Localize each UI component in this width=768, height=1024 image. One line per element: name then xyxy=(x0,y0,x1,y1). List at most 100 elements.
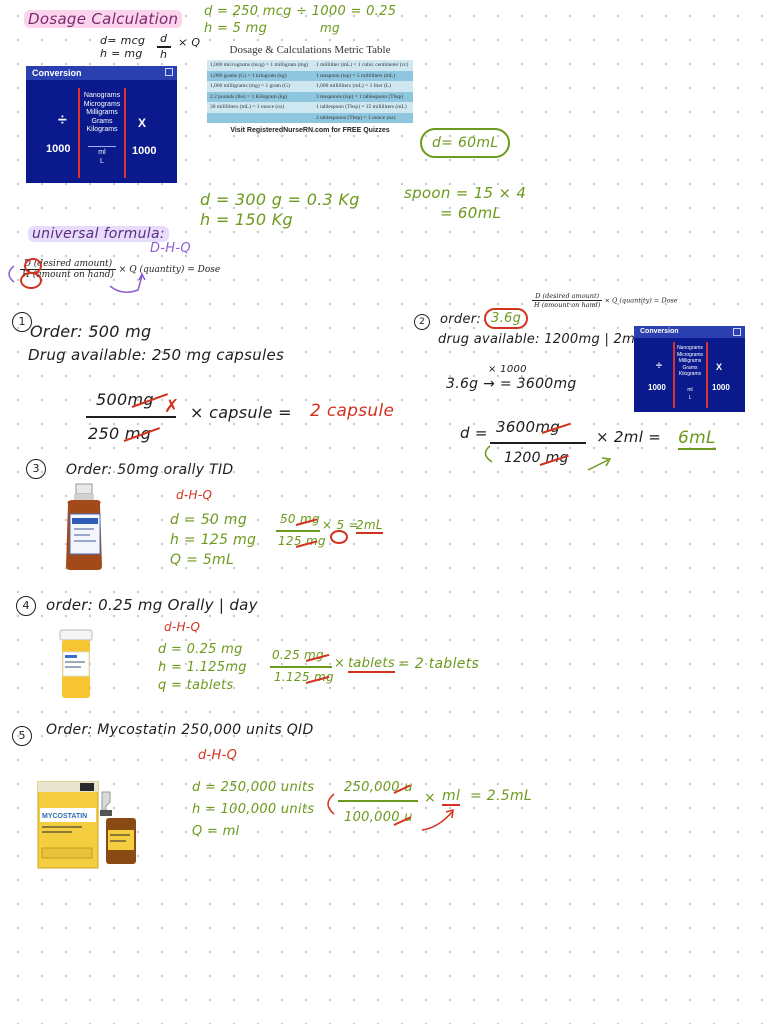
problem-2-order: order: xyxy=(440,312,482,327)
red-cancel-x: ✗ xyxy=(164,396,180,417)
problem-3-fracbar xyxy=(276,530,320,532)
conversion-divider xyxy=(88,146,116,147)
top-example-unit: mg xyxy=(320,21,340,35)
problem-5-dhq: d-H-Q xyxy=(198,748,238,763)
problem-2-numerator: 3600mg xyxy=(496,418,561,436)
conversion-arrow-line xyxy=(673,342,675,408)
left-factor: 1000 xyxy=(46,143,71,155)
problem-3-denominator: 125 mg xyxy=(278,534,326,548)
problem-5-d: d = 250,000 units xyxy=(192,780,315,795)
conversion-l: L xyxy=(100,158,104,165)
title-note-frac-top: d xyxy=(160,32,168,45)
problem-2-fracbar xyxy=(490,442,586,444)
universal-formula: D (desired amount) H (amount on hand) × … xyxy=(20,259,220,280)
problem-5-denominator: 100,000 u xyxy=(344,810,413,825)
d-60ml-annotation: d= 60mL xyxy=(420,128,511,158)
title-note-frac-bot: h xyxy=(160,48,168,61)
title-note-d: d= mcg xyxy=(100,34,146,47)
title-note-fracbar xyxy=(157,46,171,48)
title-text: Dosage Calculation xyxy=(24,10,183,28)
problem-3-answer: 2mL xyxy=(356,518,383,534)
formula-denominator: H (amount on hand) xyxy=(22,270,114,280)
conversion-units: Nanograms Micrograms Milligrams Grams Ki… xyxy=(83,92,121,133)
spoon-line2: = 60mL xyxy=(440,204,502,222)
problem-3-times: × 5 = xyxy=(322,518,359,532)
conversion-ml: ml xyxy=(687,387,693,393)
metric-table-grid: 1,000 micrograms (mcg) = 1 milligram (mg… xyxy=(207,60,413,123)
problem-4-dhq: d-H-Q xyxy=(164,620,201,634)
multiply-symbol: X xyxy=(138,116,147,130)
conversion-units: Nanograms Micrograms Milligrams Grams Ki… xyxy=(676,345,704,377)
problem-3-dhq: d-H-Q xyxy=(176,488,213,502)
conversion-header: Conversion xyxy=(634,326,745,338)
problem-4-q: q = tablets xyxy=(158,678,234,693)
problem-2-x1000: × 1000 xyxy=(488,364,527,375)
problem-5-order: Order: Mycostatin 250,000 units QID xyxy=(46,722,314,738)
conversion-chart: Conversion Nanograms Micrograms Milligra… xyxy=(26,66,177,183)
problem-5-h: h = 100,000 units xyxy=(192,802,315,817)
problem-1-denominator: 250 mg xyxy=(88,424,152,443)
problem-4-times: × xyxy=(334,656,346,671)
purple-arrows xyxy=(8,265,146,293)
table-row: 2.2 pounds (lbs) = 1 Kilogram (kg)3 teas… xyxy=(207,91,413,102)
problem-3-h: h = 125 mg xyxy=(170,532,257,548)
problem-2-available: drug available: 1200mg | 2mL xyxy=(438,332,643,347)
conversion-l: L xyxy=(688,395,692,401)
problem-4-h: h = 1.125mg xyxy=(158,660,247,675)
problem-3-q: Q = 5mL xyxy=(170,552,235,568)
conversion-arrow-line-right xyxy=(706,342,708,408)
problem-5-q: Q = ml xyxy=(192,824,240,839)
universal-formula-label: universal formula: xyxy=(28,226,169,242)
kg-example-line2: h = 150 Kg xyxy=(200,210,293,229)
expand-icon xyxy=(165,68,173,76)
kg-example-line1: d = 300 g = 0.3 Kg xyxy=(200,190,360,209)
problem-2-times: × 2ml = xyxy=(596,428,662,446)
problem-2-order-value: 3.6g xyxy=(484,308,529,329)
problem-1-order: Order: 500 mg xyxy=(30,322,152,341)
conversion-ml: ml xyxy=(98,149,106,156)
problem-4-number: 4 xyxy=(16,596,36,616)
problem-2-conversion: 3.6g → = 3600mg xyxy=(446,376,577,392)
problem-3-numerator: 50 mg xyxy=(280,512,320,526)
ml-circle xyxy=(330,530,348,544)
conversion-arrow-line-right xyxy=(124,88,126,178)
problem-5-times: × xyxy=(424,790,437,806)
red-arrows xyxy=(327,793,454,831)
problem-4-d: d = 0.25 mg xyxy=(158,642,243,657)
left-factor: 1000 xyxy=(648,383,666,392)
page-title: Dosage Calculation xyxy=(24,10,183,28)
table-row: 1,000 micrograms (mcg) = 1 milligram (mg… xyxy=(207,60,413,71)
problem-1-available: Drug available: 250 mg capsules xyxy=(28,346,285,364)
divide-symbol: ÷ xyxy=(58,112,67,129)
problem-3-order: Order: 50mg orally TID xyxy=(66,462,234,478)
top-example-line2: h = 5 mg xyxy=(204,21,268,36)
metric-table-title: Dosage & Calculations Metric Table xyxy=(229,44,391,56)
problem-1-answer: 2 capsule xyxy=(310,401,395,421)
problem-1-fracbar xyxy=(86,416,176,418)
divide-symbol: ÷ xyxy=(656,360,663,372)
green-arrows xyxy=(484,445,612,471)
problem-2-answer: 6mL xyxy=(678,428,716,450)
formula-numerator: D (desired amount) xyxy=(20,259,116,270)
problem-5-number: 5 xyxy=(12,726,32,746)
right-factor: 1000 xyxy=(712,383,730,392)
problem-1-numerator: 500mg xyxy=(96,390,154,409)
problem-4-answer: = 2 tablets xyxy=(398,656,480,672)
problem-4-order: order: 0.25 mg Orally | day xyxy=(46,596,258,614)
table-row: 30 milliliters (mL) = 1 ounce (oz)1 tabl… xyxy=(207,102,413,113)
formula-small: D (desired amount) H (amount on hand) × … xyxy=(532,292,678,309)
table-row: 1,000 grams (G) = 1 kilogram (kg)1 teasp… xyxy=(207,70,413,81)
mycostatin-box-image: MYCOSTATIN xyxy=(37,781,136,869)
conversion-header: Conversion xyxy=(26,66,177,80)
title-note-times: × Q xyxy=(178,36,201,49)
conversion-chart-small: Conversion Nanograms Micrograms Milligra… xyxy=(634,326,745,412)
box-brand-text: MYCOSTATIN xyxy=(42,813,87,820)
pill-bottle-image xyxy=(59,629,93,698)
right-factor: 1000 xyxy=(132,145,157,157)
problem-5-ml: ml xyxy=(442,788,461,806)
conversion-arrow-line xyxy=(78,88,80,178)
table-row: 2 tablespoons (Tbsp) = 1 ounce (oz) xyxy=(207,112,413,123)
problem-2-d: d = xyxy=(460,424,488,442)
problem-4-fracbar xyxy=(270,666,332,668)
expand-icon xyxy=(733,328,741,336)
